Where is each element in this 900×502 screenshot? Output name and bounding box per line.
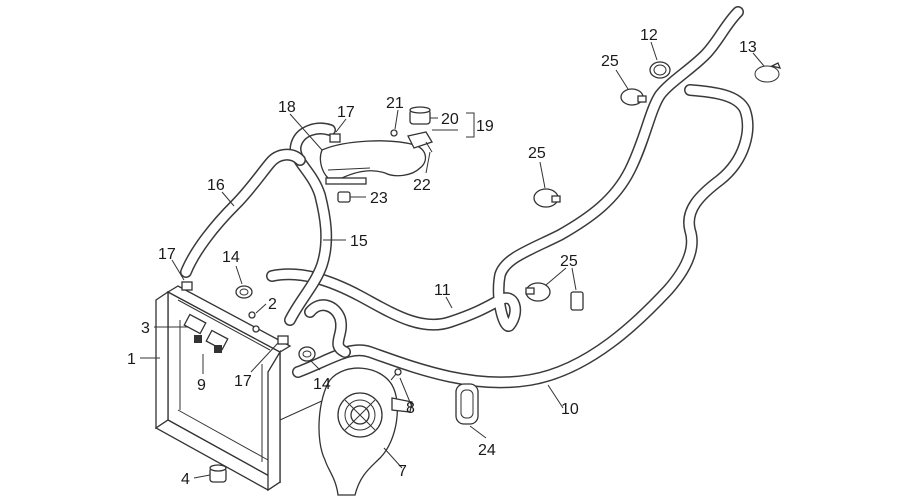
screws: [248, 311, 260, 333]
callout-17-left: 17: [158, 246, 176, 263]
clip-17-top: [329, 133, 341, 143]
callout-13: 13: [739, 39, 757, 56]
callout-25-top: 25: [601, 53, 619, 70]
bolt: [390, 368, 402, 381]
callout-16: 16: [207, 177, 225, 194]
callout-11: 11: [434, 282, 451, 299]
clamp-12: [649, 61, 671, 79]
callout-4: 4: [181, 471, 190, 488]
callout-2: 2: [268, 296, 277, 313]
leader-lines: [140, 41, 765, 479]
hose-15: [284, 122, 336, 326]
callout-labels: 1 2 3 4 7 8 9 10 11 12 13 14 14 15 16 17…: [127, 27, 757, 488]
tank-cap: [409, 106, 431, 125]
callout-18: 18: [278, 99, 296, 116]
callout-19: 19: [476, 118, 494, 135]
clip-17-mid: [277, 335, 289, 345]
callout-7: 7: [398, 463, 407, 480]
callout-12: 12: [640, 27, 658, 44]
callout-24: 24: [478, 442, 496, 459]
callout-1: 1: [127, 351, 136, 368]
clamp-25-lower: [525, 282, 551, 302]
clamp-14-upper: [235, 285, 253, 299]
callout-17-top: 17: [337, 104, 355, 121]
callout-14-lower: 14: [313, 376, 331, 393]
hose-10: [292, 84, 754, 389]
callout-17-lower: 17: [234, 373, 252, 390]
clamp-25-mid: [533, 188, 561, 208]
callout-25-lower: 25: [560, 253, 578, 270]
rubber-foot: [209, 464, 227, 483]
hose-lower-link: [304, 299, 351, 358]
clip-17-left: [181, 281, 193, 291]
small-fitting: [425, 141, 433, 153]
small-screw: [390, 129, 398, 137]
callout-22: 22: [413, 177, 431, 194]
rubber-grommet: [337, 191, 351, 203]
callout-9: 9: [197, 377, 206, 394]
callout-3: 3: [141, 320, 150, 337]
cover-24: [455, 383, 479, 425]
radiator: [154, 285, 336, 492]
callout-21: 21: [386, 95, 404, 112]
callout-15: 15: [350, 233, 368, 250]
clamp-25-clip: [570, 291, 584, 311]
hose-11: [266, 6, 744, 332]
hose-16: [180, 148, 306, 278]
clamp-13: [754, 62, 782, 83]
callout-8: 8: [406, 400, 415, 417]
callout-23: 23: [370, 190, 388, 207]
clamp-14-lower: [298, 346, 316, 362]
cooling-fan: [318, 367, 413, 496]
callout-14-upper: 14: [222, 249, 240, 266]
callout-25-mid: 25: [528, 145, 546, 162]
callout-20: 20: [441, 111, 459, 128]
clamp-25-top: [620, 88, 647, 106]
expansion-tank: [319, 131, 433, 185]
callout-10: 10: [561, 401, 579, 418]
